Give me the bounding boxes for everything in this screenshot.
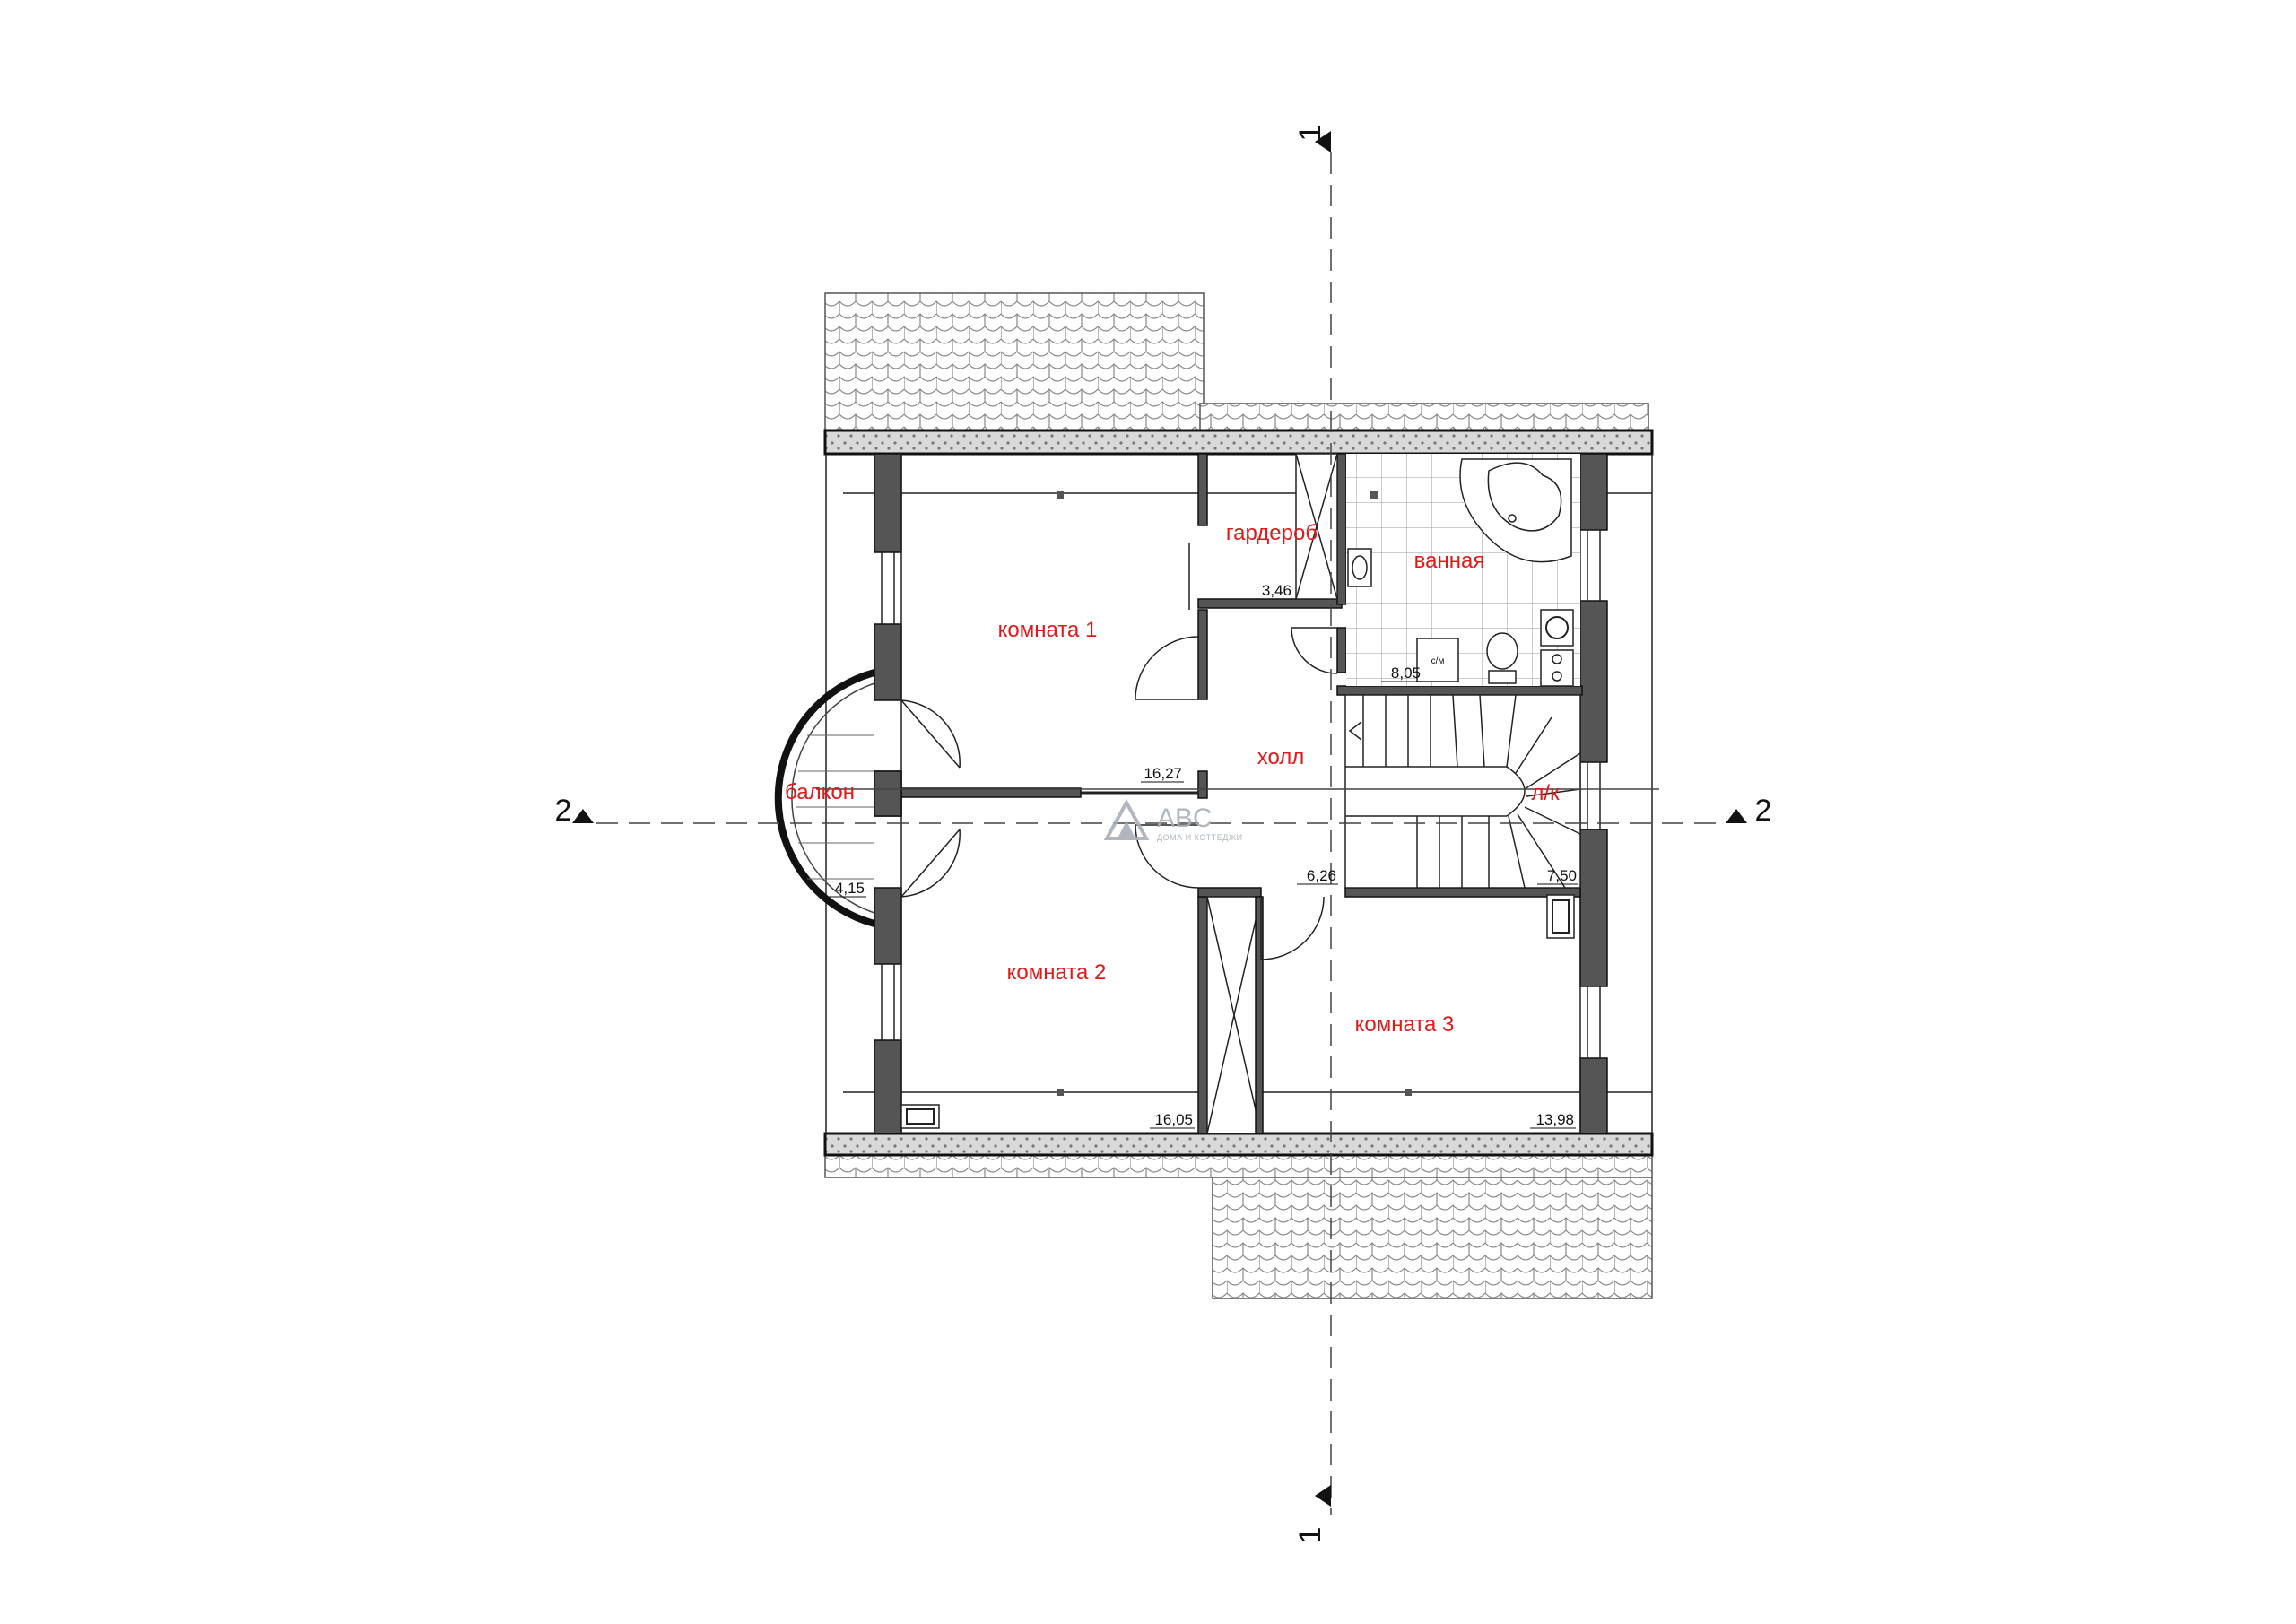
logo-text: ABC <box>1157 803 1213 833</box>
staircase <box>1344 694 1581 889</box>
area-balcony: 4,15 <box>835 880 865 897</box>
room-name-balcony: балкон <box>785 780 855 804</box>
logo-subtitle: ДОМА И КОТТЕДЖИ <box>1157 833 1243 842</box>
section-mark-2-left: 2 <box>555 794 594 828</box>
svg-text:2: 2 <box>1755 794 1772 828</box>
wall-heaters <box>900 894 1575 1129</box>
room-name-stairs: л/к <box>1531 781 1560 805</box>
section-mark-1-top: 1 <box>1293 125 1331 152</box>
area-labels: 16,27 16,05 13,98 3,46 8,05 6,26 7,50 4,… <box>827 582 1578 1129</box>
area-room-3: 13,98 <box>1535 1111 1574 1128</box>
svg-text:2: 2 <box>555 794 572 828</box>
room-name-wardrobe: гардероб <box>1226 521 1318 545</box>
area-hall: 6,26 <box>1307 867 1336 884</box>
section-mark-2-right: 2 <box>1726 794 1771 828</box>
room-name-3: комната 3 <box>1355 1012 1455 1037</box>
balcony <box>774 669 902 927</box>
abc-logo-watermark: ABC ДОМА И КОТТЕДЖИ <box>1103 798 1243 842</box>
area-stairs: 7,50 <box>1547 867 1577 884</box>
section-mark-1-bottom: 1 <box>1293 1485 1331 1543</box>
washer-label: с/м <box>1431 656 1445 666</box>
room-name-2: комната 2 <box>1007 960 1107 985</box>
area-room-2: 16,05 <box>1154 1111 1193 1128</box>
gable-walls <box>823 429 1654 1157</box>
svg-text:1: 1 <box>1293 125 1327 142</box>
area-bathroom: 8,05 <box>1391 664 1421 682</box>
bathroom-fixtures: с/м <box>1347 458 1574 687</box>
room-name-hall: холл <box>1257 745 1305 769</box>
svg-text:1: 1 <box>1293 1527 1327 1544</box>
area-room-1: 16,27 <box>1144 765 1182 782</box>
ceiling-points <box>1057 491 1412 1096</box>
room-labels: комната 1 комната 2 комната 3 гардероб в… <box>785 521 1560 1037</box>
section-axes <box>596 152 1722 1515</box>
doors <box>900 543 1338 960</box>
area-wardrobe: 3,46 <box>1262 582 1292 599</box>
room-name-bathroom: ванная <box>1414 549 1485 573</box>
room-name-1: комната 1 <box>998 618 1098 642</box>
interior-walls <box>900 453 1583 1134</box>
